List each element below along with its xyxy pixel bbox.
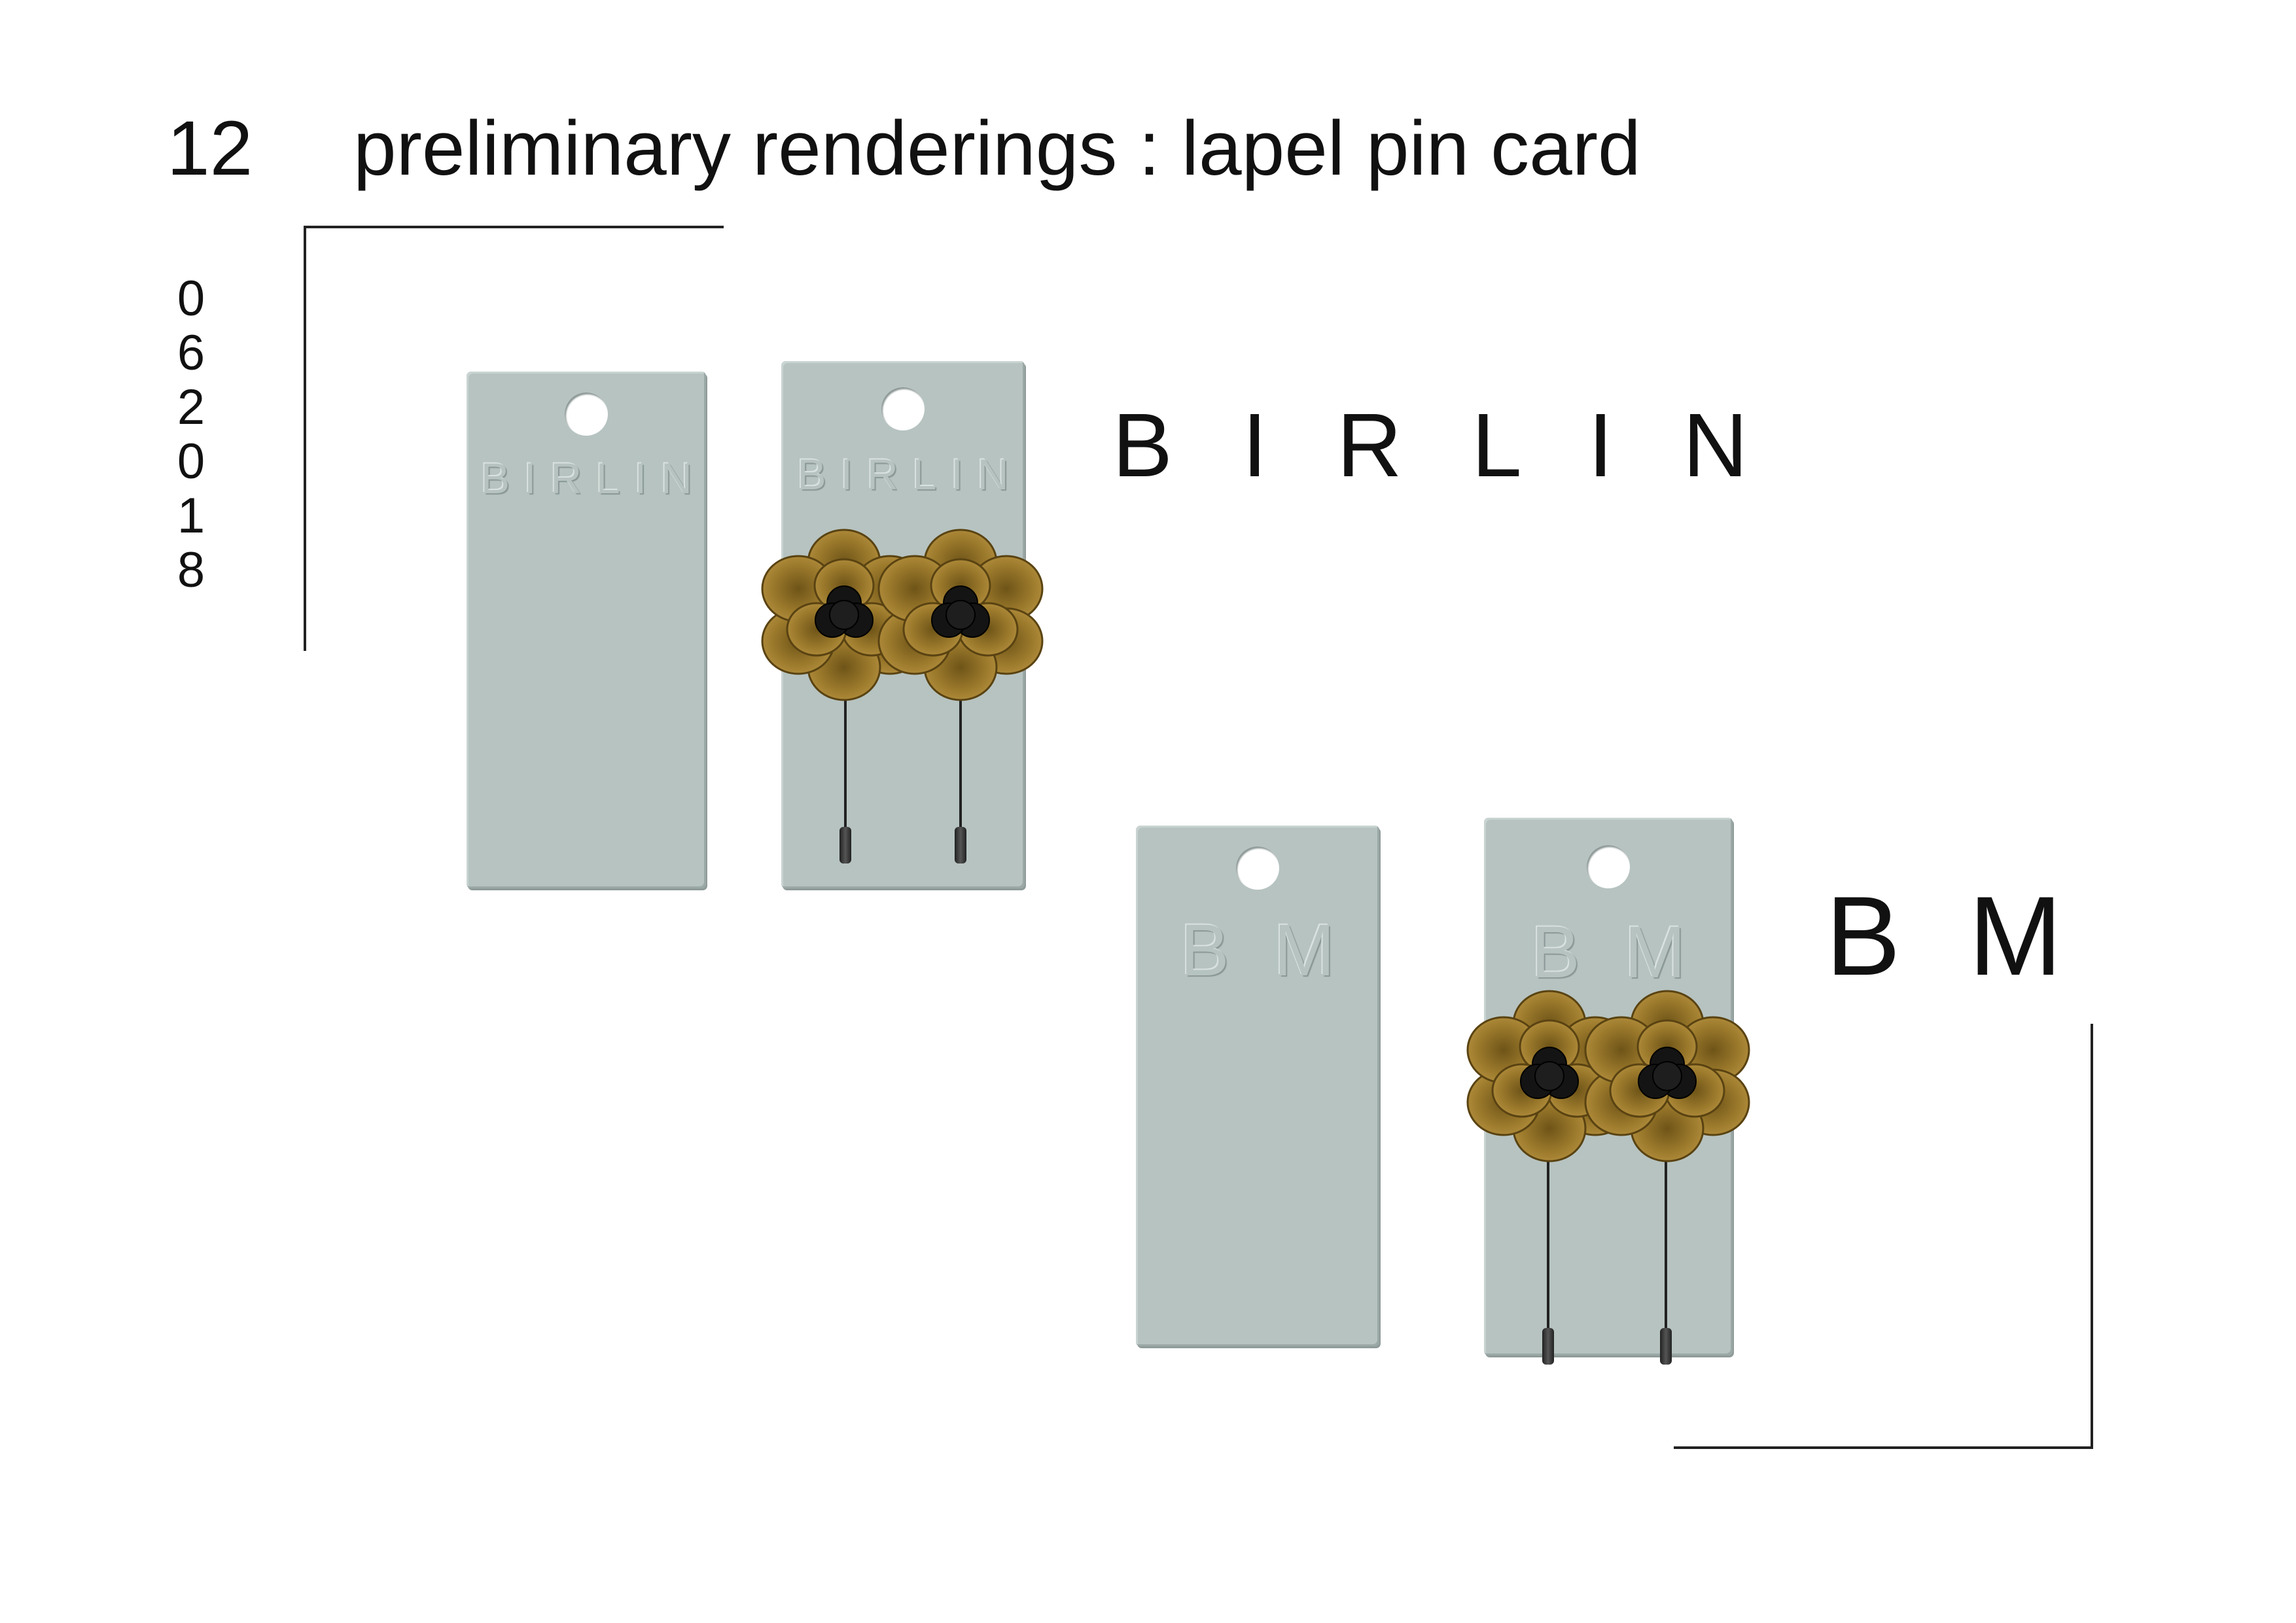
date-vertical: 0 6 2 0 1 8	[171, 271, 211, 597]
page-number: 12	[167, 105, 253, 192]
date-digit: 8	[177, 542, 205, 598]
pin-clutch	[839, 827, 851, 864]
birlin-card-blank: BIRLIN	[467, 372, 706, 888]
date-digit: 2	[177, 379, 205, 435]
wooden-flower-pin	[877, 529, 1044, 701]
card-emboss-text: BIRLIN	[797, 450, 1023, 498]
date-digit: 6	[177, 325, 205, 381]
page-title: preliminary renderings : lapel pin card	[353, 105, 1641, 192]
pin-stem	[959, 636, 962, 832]
card-hang-hole	[1587, 845, 1630, 888]
bottom-right-rule-vertical	[2091, 1024, 2093, 1449]
date-digit: 0	[177, 434, 205, 489]
card-emboss-text: BM	[1531, 911, 1730, 993]
pin-stem	[1665, 1145, 1667, 1335]
card-hang-hole	[565, 393, 608, 436]
pin-clutch	[1660, 1328, 1672, 1365]
card-emboss-text: BM	[1180, 909, 1379, 991]
date-digit: 0	[177, 271, 205, 326]
card-hang-hole	[881, 387, 925, 430]
pin-stem	[1547, 1145, 1549, 1335]
wooden-flower-pin	[1584, 990, 1750, 1162]
pin-clutch	[955, 827, 966, 864]
card-emboss-text: BIRLIN	[481, 454, 707, 502]
flower-pins-bm	[1466, 990, 1750, 1162]
bm-card-blank: BM	[1136, 826, 1379, 1346]
card-hang-hole	[1236, 846, 1279, 890]
brand-birlin-label: B I R L I N	[1112, 395, 1771, 496]
top-left-rule-vertical	[304, 226, 306, 651]
pin-stem	[844, 636, 847, 832]
top-left-rule-horizontal	[304, 226, 724, 228]
brand-bm-label: B M	[1826, 873, 2081, 999]
pin-clutch	[1542, 1328, 1554, 1365]
date-digit: 1	[177, 488, 205, 544]
flower-pins-birlin	[761, 529, 1044, 701]
bottom-right-rule-horizontal	[1674, 1446, 2093, 1449]
